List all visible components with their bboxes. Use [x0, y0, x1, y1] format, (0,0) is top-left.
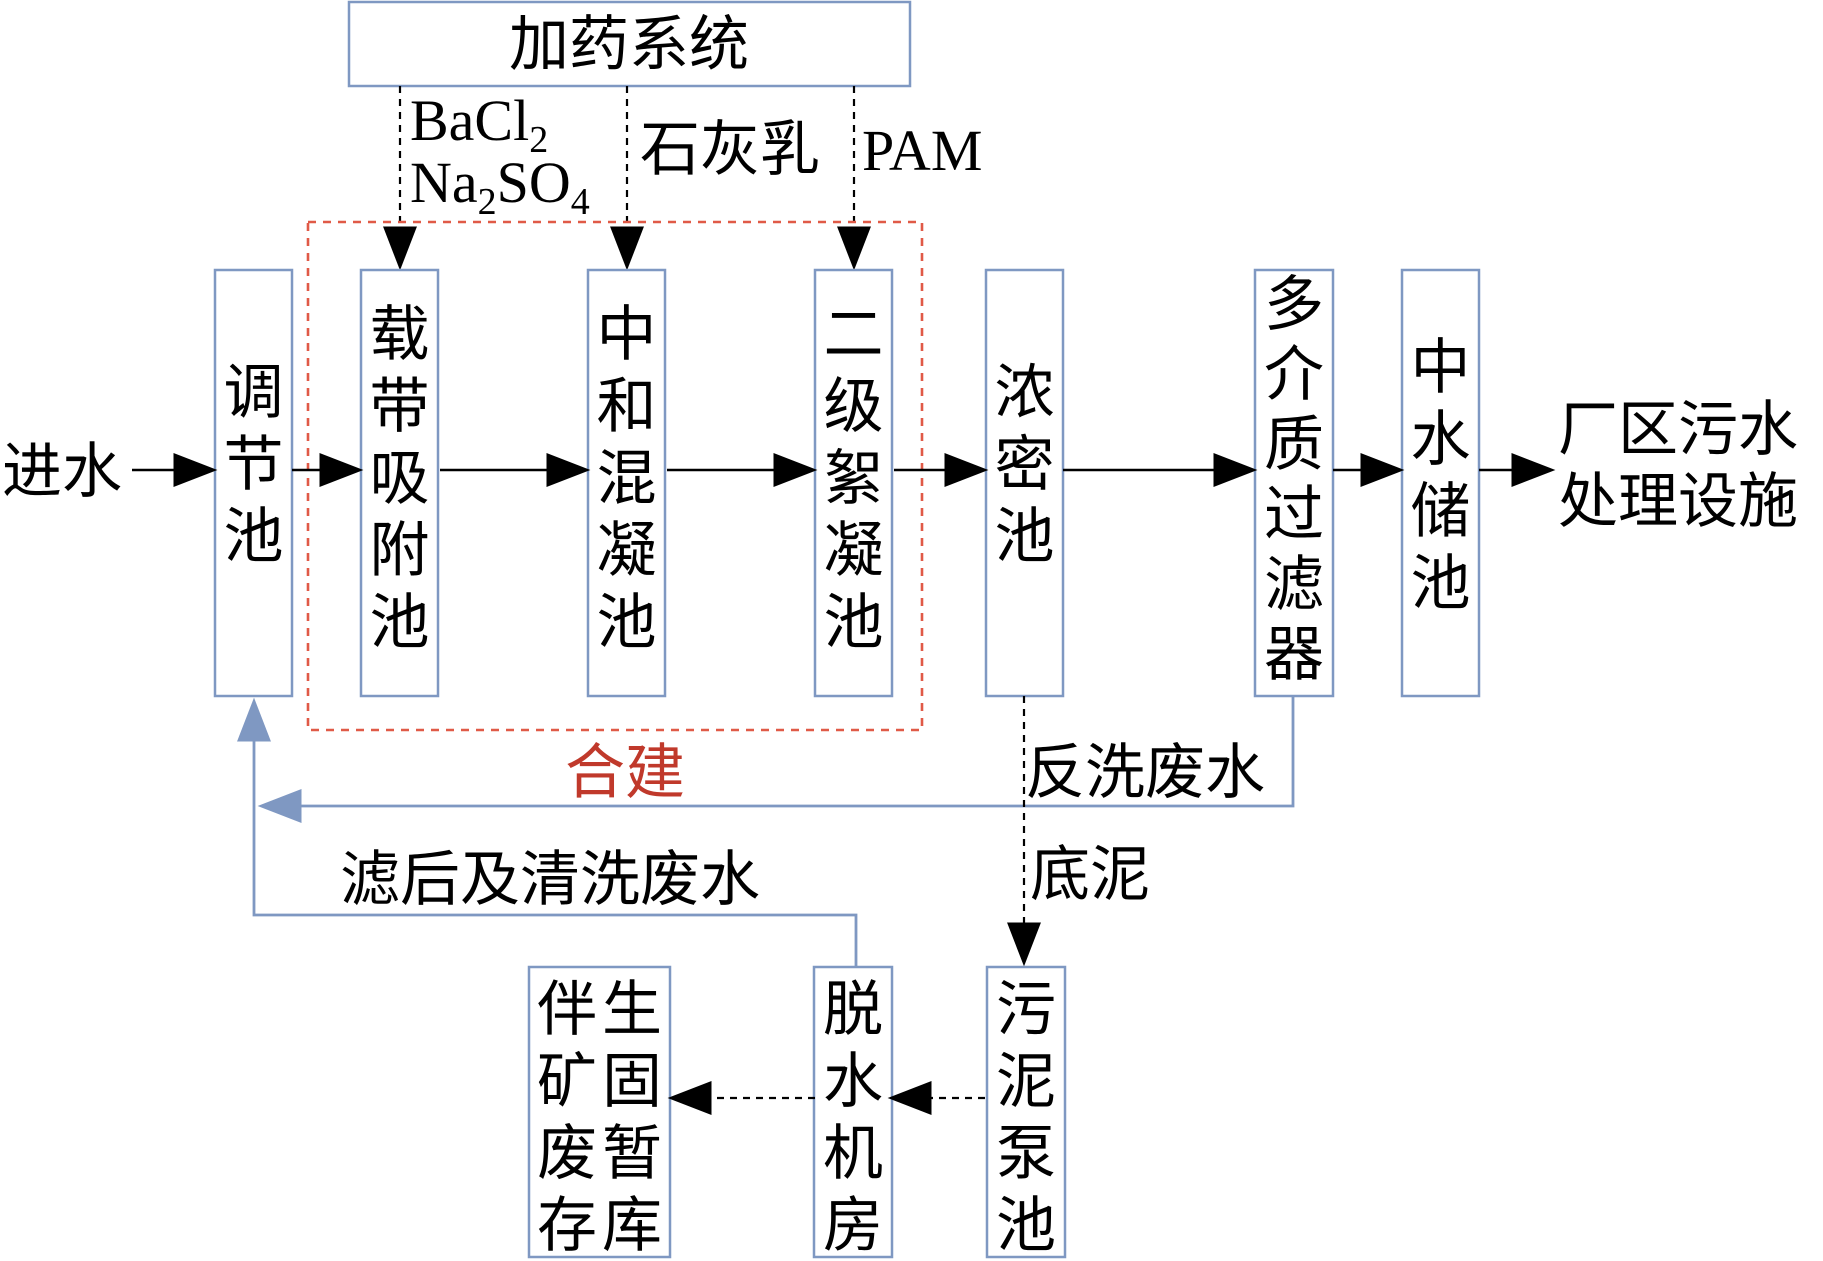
unit-label-char: 矿 [537, 1047, 597, 1117]
unit-box-flocculation [813, 268, 894, 698]
unit-label-char: 废 [537, 1119, 597, 1189]
unit-label-char: 池 [995, 502, 1055, 572]
unit-box-thickener [984, 268, 1065, 698]
unit-label-char: 伴 [537, 975, 597, 1045]
unit-label-char: 絮 [824, 444, 884, 514]
unit-label-char: 质 [1264, 410, 1324, 480]
unit-label-char: 密 [995, 430, 1055, 500]
unit-label-char: 多 [1264, 270, 1324, 340]
unit-box-neutralization [586, 268, 667, 698]
backwash-return-line [257, 696, 1295, 823]
unit-label-char: 二 [824, 300, 884, 370]
unit-label-char: 库 [602, 1191, 662, 1261]
unit-label-char: 调 [224, 358, 284, 428]
unit-label-char: 固 [602, 1047, 662, 1117]
reagent-pam: PAM [862, 118, 982, 183]
unit-box-regulating [213, 268, 294, 698]
unit-label-char: 带 [370, 372, 430, 442]
combined-construction-zone [306, 220, 924, 732]
bottom-sludge-label: 底泥 [1030, 840, 1150, 910]
dosing-system-box: 加药系统 [347, 0, 912, 88]
unit-label-char: 泵 [996, 1119, 1056, 1189]
reagent-na2so4: Na2SO4 [410, 150, 590, 223]
unit-label-char: 池 [1411, 549, 1471, 619]
unit-label-char: 储 [1411, 477, 1471, 547]
unit-label-char: 器 [1264, 620, 1324, 690]
unit-label-char: 节 [224, 430, 284, 500]
unit-label-char: 水 [1411, 405, 1471, 475]
reagent-bacl2: BaCl2 [410, 88, 548, 161]
unit-label-char: 中 [1411, 333, 1471, 403]
unit-label-char: 池 [224, 502, 284, 572]
outflow-label-line1: 厂区污水 [1558, 395, 1798, 465]
unit-label-char: 附 [370, 516, 430, 586]
filtrate-return-line [237, 697, 858, 967]
unit-label-char: 吸 [370, 444, 430, 514]
reagent-lime-milk: 石灰乳 [640, 115, 820, 185]
unit-label-char: 房 [823, 1191, 883, 1261]
unit-label-char: 中 [597, 300, 657, 370]
unit-label-char: 介 [1264, 340, 1324, 410]
unit-label-char: 水 [823, 1047, 883, 1117]
unit-label-char: 池 [824, 588, 884, 658]
backwash-label: 反洗废水 [1025, 738, 1265, 808]
unit-label-char: 级 [824, 372, 884, 442]
unit-label-char: 和 [597, 372, 657, 442]
inflow-label: 进水 [2, 437, 122, 507]
filtrate-label: 滤后及清洗废水 [340, 845, 760, 915]
unit-label-char: 脱 [823, 975, 883, 1045]
dosing-system-label: 加药系统 [509, 10, 749, 80]
unit-label-char: 过 [1264, 480, 1324, 550]
unit-thickener: 浓密池 [984, 268, 1065, 698]
unit-box-adsorption [359, 268, 440, 698]
unit-label-char: 凝 [597, 516, 657, 586]
unit-label-char: 池 [996, 1191, 1056, 1261]
unit-label-char: 污 [996, 975, 1056, 1045]
unit-label-char: 池 [370, 588, 430, 658]
unit-label-char: 泥 [996, 1047, 1056, 1117]
unit-label-char: 暂 [602, 1119, 662, 1189]
unit-label-char: 滤 [1264, 550, 1324, 620]
unit-label-char: 载 [370, 300, 430, 370]
unit-label-char: 机 [823, 1119, 883, 1189]
unit-label-char: 池 [597, 588, 657, 658]
combined-construction-label: 合建 [565, 738, 685, 808]
unit-box-dewatering [812, 965, 894, 1259]
unit-label-char: 混 [597, 444, 657, 514]
unit-label-char: 凝 [824, 516, 884, 586]
unit-label-char: 生 [602, 975, 662, 1045]
unit-box-sludge-pump [985, 965, 1067, 1259]
outflow-label-line2: 处理设施 [1558, 467, 1798, 537]
unit-label-char: 存 [537, 1191, 597, 1261]
unit-label-char: 浓 [995, 358, 1055, 428]
unit-regulating: 调节池 [213, 268, 294, 698]
